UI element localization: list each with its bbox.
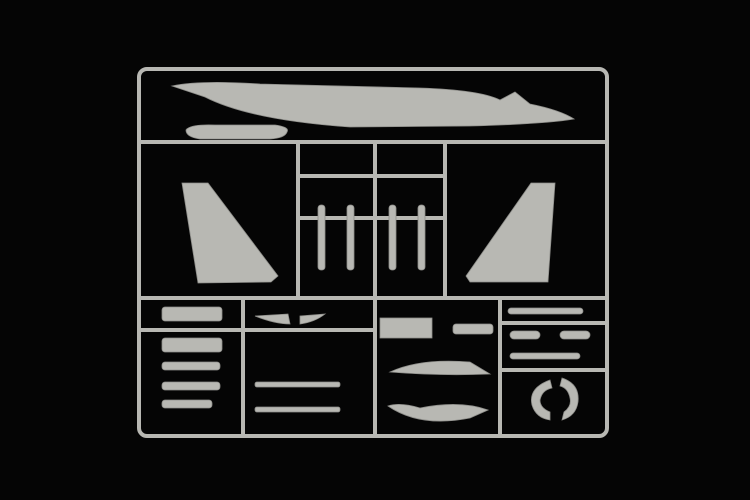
pylon-part [161, 399, 213, 409]
pylon-part [161, 337, 223, 353]
canopy-piece [254, 313, 291, 325]
sprue-frame [137, 67, 609, 438]
missile-part [388, 204, 397, 271]
canopy-piece [299, 313, 327, 325]
drop-tank-part [185, 124, 288, 140]
rocket-part [254, 381, 341, 388]
box-part [379, 317, 433, 339]
fairing-part [387, 404, 490, 422]
rocket-part [254, 406, 341, 413]
pylon-part [161, 306, 223, 322]
intake-ring-part [531, 379, 553, 421]
pylon-part [161, 361, 221, 371]
small-part [509, 352, 581, 360]
nozzle-part [452, 323, 494, 335]
small-part [559, 330, 591, 340]
right-tail-fin [465, 182, 556, 283]
missile-part [317, 204, 326, 271]
intake-ring-part [559, 377, 579, 421]
kit-parts [161, 82, 591, 422]
small-part [509, 330, 541, 340]
missile-part [417, 204, 426, 271]
canopy-part [388, 360, 492, 376]
missile-part [346, 204, 355, 271]
small-part [507, 307, 584, 315]
pylon-part [161, 381, 221, 391]
left-tail-fin [181, 182, 279, 284]
fuselage-part [170, 82, 576, 128]
